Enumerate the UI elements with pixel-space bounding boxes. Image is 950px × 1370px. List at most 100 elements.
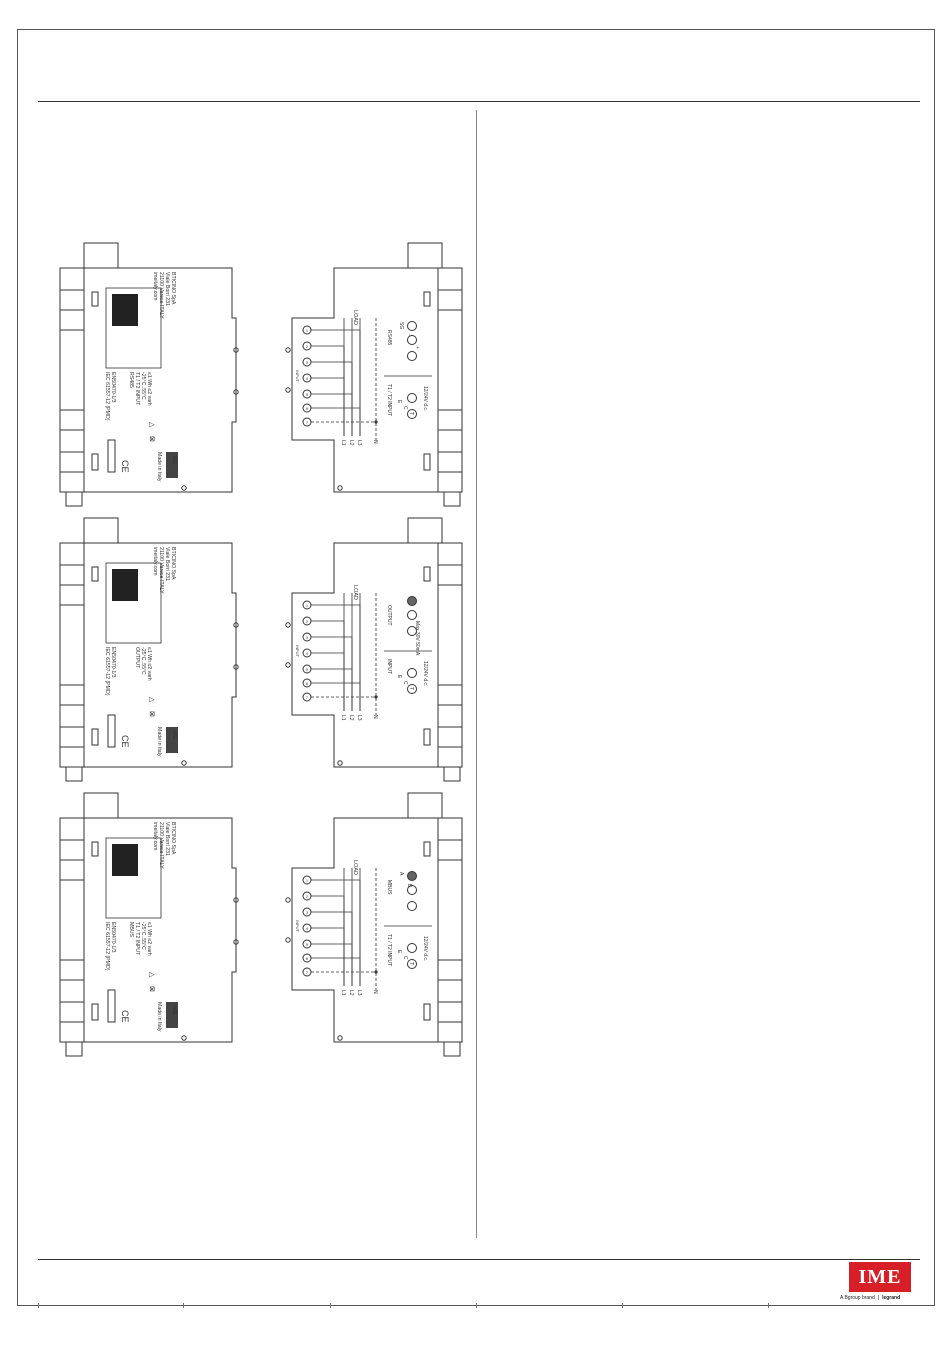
comm-pin-label: + <box>414 346 420 349</box>
terminal-number: 1 <box>306 603 309 608</box>
label-text: IEC 61557-12 (PMD) <box>104 922 110 971</box>
comm-pin-label: Max 30V 50mA <box>414 621 420 656</box>
input-pin-label: T <box>408 412 414 415</box>
qr-code <box>112 294 138 326</box>
terminal-number: 4 <box>306 926 309 931</box>
label-window <box>105 837 162 919</box>
ime-badge <box>166 452 178 478</box>
screw <box>285 347 291 353</box>
label-text: IEC 61557-12 (PMD) <box>104 372 110 421</box>
label-text: T1 / T2 INPUT <box>134 372 140 406</box>
phase-wire <box>311 943 353 986</box>
phase-wire <box>311 668 353 711</box>
bottom-clip <box>65 491 83 507</box>
top-clip <box>407 517 443 544</box>
rail-grooves <box>60 289 84 473</box>
terminal-number: 1 <box>306 878 309 883</box>
phase-label: L3 <box>356 990 362 996</box>
input-pin-label: E <box>396 675 402 679</box>
rail-grooves <box>60 564 84 748</box>
terminal-number: 6 <box>306 956 309 961</box>
weee-bin-icon: ⊠ <box>148 986 155 992</box>
screw <box>337 760 343 766</box>
comm-terminal <box>407 321 417 331</box>
phase-wire <box>311 620 345 711</box>
phase-label: L1 <box>340 990 346 996</box>
screw <box>181 1035 187 1041</box>
comm-pin-label: B <box>406 884 412 888</box>
phase-wire <box>311 393 353 436</box>
rear-side-rail <box>438 267 463 493</box>
label-text: imeitaly.com <box>152 272 158 300</box>
load-label: LOAD <box>352 585 358 600</box>
label-text: ≤1 Wh ≤2 varh <box>146 372 152 406</box>
terminal-number: 6 <box>306 406 309 411</box>
front-outline <box>59 542 237 768</box>
terminal-number: 4 <box>306 376 309 381</box>
input-terminal <box>407 959 417 969</box>
phase-wire <box>311 895 345 986</box>
load-label: LOAD <box>352 310 358 325</box>
supply-label: 12/24V d.c. <box>422 936 428 961</box>
screw-slot <box>91 841 99 857</box>
top-clip <box>83 242 119 269</box>
label-text: -25°C..55°C <box>140 372 146 400</box>
screw <box>233 939 239 945</box>
screw-slot <box>423 1003 431 1021</box>
top-clip <box>83 517 119 544</box>
rear-outline <box>291 817 439 1043</box>
sealing-slot <box>107 989 116 1023</box>
warning-icon: △ <box>148 697 155 703</box>
terminal-number: 5 <box>306 942 309 947</box>
phase-wire <box>311 377 345 436</box>
label-text: Viale Borri 231 <box>164 547 170 581</box>
label-text: OUTPUT <box>134 647 140 669</box>
supply-label: 12/24V d.c. <box>422 386 428 411</box>
front-side-rail <box>59 268 85 492</box>
screw <box>181 485 187 491</box>
input-pin-label: C <box>402 406 408 410</box>
ce-mark-icon: CE <box>120 1010 130 1023</box>
ce-mark-icon: CE <box>120 460 130 473</box>
comm-terminal <box>407 885 417 895</box>
bottom-clip <box>65 766 83 782</box>
terminal-number: 2 <box>306 344 309 349</box>
top-clip <box>407 242 443 269</box>
label-text: ≤1 Wh ≤2 varh <box>146 647 152 681</box>
terminal-number: 3 <box>306 635 309 640</box>
sealing-slot <box>107 714 116 748</box>
comm-pin-label: SG <box>398 322 404 329</box>
phase-label: L2 <box>348 440 354 446</box>
terminal-number: 5 <box>306 392 309 397</box>
label-text: 21100 Varese ITALY <box>158 272 164 319</box>
screw-slot <box>91 566 99 582</box>
screw <box>233 897 239 903</box>
ime-badge-text: IME <box>171 456 177 466</box>
screw <box>233 389 239 395</box>
screw <box>285 622 291 628</box>
comm-title: MBUS <box>386 880 392 895</box>
label-text: MBUS <box>128 922 134 938</box>
label-text: Viale Borri 231 <box>164 272 170 306</box>
input-pin-label: T <box>408 962 414 965</box>
ime-badge-text: IME <box>171 1006 177 1016</box>
junction-dot <box>374 420 378 424</box>
screw-slot <box>423 291 431 307</box>
comm-terminal <box>407 335 417 345</box>
warning-icon: △ <box>148 422 155 428</box>
input-pin-label: E <box>396 950 402 954</box>
label-window <box>105 562 162 644</box>
rear-outline <box>291 542 439 768</box>
phase-label: L1 <box>340 715 346 721</box>
screw-slot <box>423 453 431 471</box>
logo-tagline-text: A Bgroup brand <box>840 1295 875 1301</box>
phase-label: L3 <box>356 440 362 446</box>
label-text: RS485 <box>128 372 134 388</box>
terminal-number: 1 <box>306 328 309 333</box>
screw-slot <box>423 566 431 582</box>
comm-title: OUTPUT <box>386 605 392 626</box>
